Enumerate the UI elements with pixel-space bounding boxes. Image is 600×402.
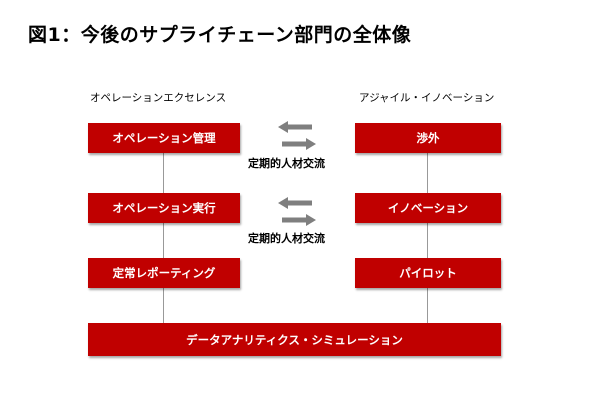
box-innovation: イノベーション (355, 193, 501, 223)
left-arrow-icon (278, 121, 312, 133)
box-operation-execution: オペレーション実行 (88, 193, 240, 223)
box-external-relations: 渉外 (355, 123, 501, 153)
box-pilot: パイロット (355, 258, 501, 288)
diagram-title: 図1：今後のサプライチェーン部門の全体像 (28, 24, 412, 46)
right-connector-line (427, 140, 428, 324)
exchange-label-top: 定期的人材交流 (248, 157, 325, 170)
right-column-heading: アジャイル・イノベーション (359, 92, 495, 104)
left-connector-line (163, 140, 164, 324)
box-data-analytics-simulation: データアナリティクス・シミュレーション (88, 323, 501, 356)
right-arrow-icon (282, 138, 316, 150)
box-routine-reporting: 定常レポーティング (88, 258, 240, 288)
right-arrow-icon (282, 214, 316, 226)
box-operation-management: オペレーション管理 (88, 123, 240, 153)
left-arrow-icon (278, 197, 312, 209)
left-column-heading: オペレーションエクセレンス (90, 92, 227, 104)
exchange-label-bottom: 定期的人材交流 (248, 232, 325, 245)
